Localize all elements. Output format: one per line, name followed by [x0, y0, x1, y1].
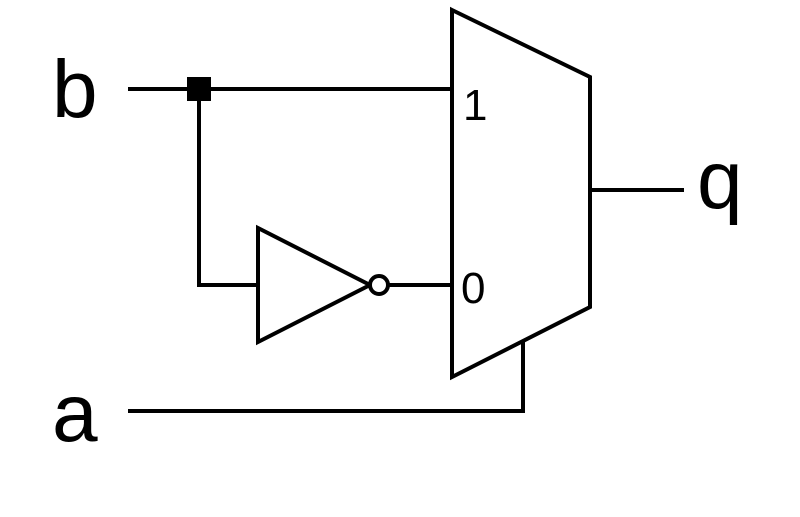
- wire-branch-to-inverter: [197, 89, 258, 287]
- multiplexer: [450, 6, 592, 381]
- inverter-gate: [256, 224, 375, 346]
- wire-a-to-mux-select: [128, 342, 525, 413]
- junction-dot: [187, 77, 211, 101]
- label-input-a: a: [52, 368, 98, 459]
- inverter-bubble: [368, 274, 390, 296]
- label-mux-input-0: 0: [461, 264, 485, 313]
- label-mux-input-1: 1: [463, 81, 487, 130]
- label-output-q: q: [697, 135, 743, 226]
- label-input-b: b: [52, 44, 98, 135]
